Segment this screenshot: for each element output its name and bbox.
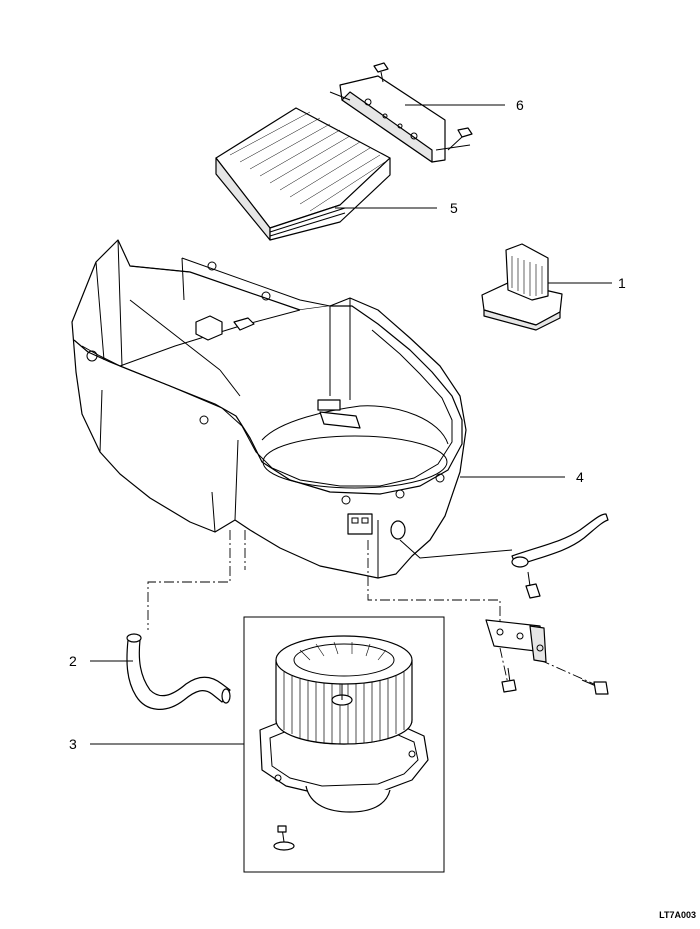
- screw: [447, 127, 473, 151]
- screw: [525, 571, 541, 599]
- alignment-line: [147, 530, 231, 630]
- alignment-line: [367, 540, 501, 625]
- blower-motor-and-fan: [259, 635, 429, 851]
- callout-1: 1: [618, 275, 626, 291]
- screw: [273, 825, 295, 851]
- callout-3: 3: [69, 736, 77, 752]
- alignment-line: [539, 659, 595, 685]
- callout-4: 4: [576, 469, 584, 485]
- callout-6: 6: [516, 97, 524, 113]
- callout-5: 5: [450, 200, 458, 216]
- screw: [373, 62, 389, 83]
- blower-housing: [71, 239, 609, 599]
- filter-cover-plate: [329, 62, 473, 163]
- callout-2: 2: [69, 653, 77, 669]
- drain-hose: [126, 633, 231, 710]
- alignment-line: [499, 647, 509, 685]
- screw: [581, 679, 609, 695]
- screw: [501, 667, 517, 693]
- blower-resistor: [481, 243, 563, 331]
- mounting-bracket: [485, 619, 547, 663]
- drawing-code: LT7A003: [659, 910, 696, 920]
- cabin-air-filter: [215, 107, 391, 241]
